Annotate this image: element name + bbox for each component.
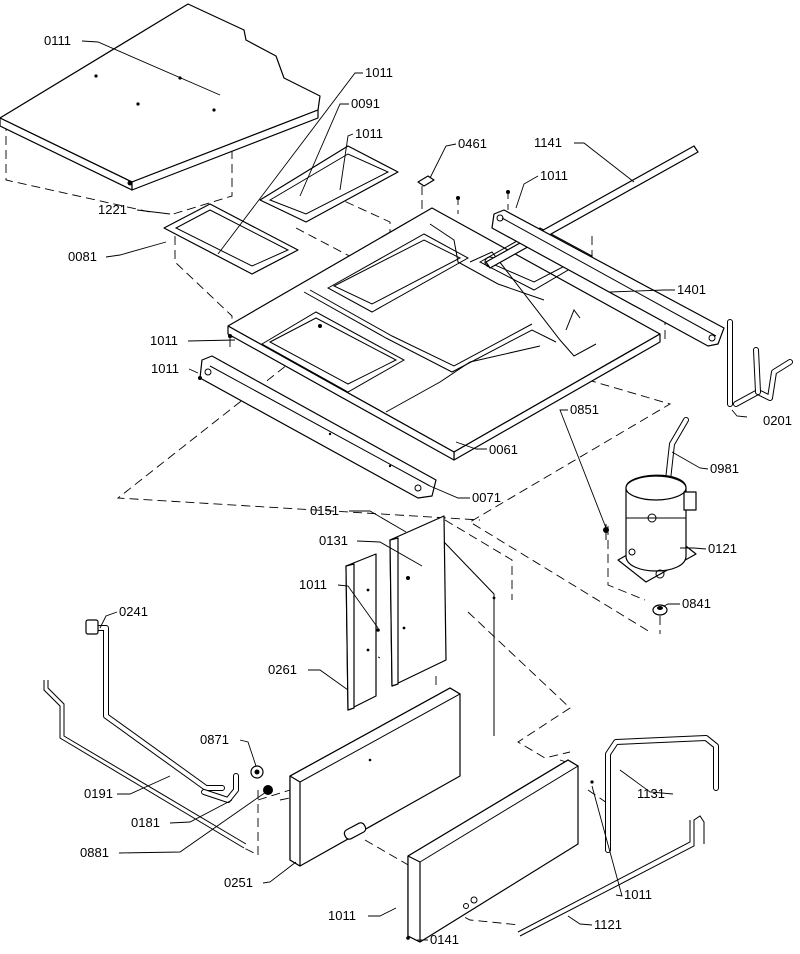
nut-0871 <box>250 765 264 779</box>
label-1011-g: 1011 <box>624 887 652 902</box>
label-0121: 0121 <box>708 541 737 556</box>
bracket-1141 <box>485 145 699 269</box>
tube-1131 <box>605 735 719 853</box>
label-1011-d: 1011 <box>150 333 178 348</box>
tube-0181 <box>201 773 239 803</box>
label-0851: 0851 <box>570 402 599 417</box>
label-0241: 0241 <box>119 604 148 619</box>
panel-0151 <box>443 541 496 736</box>
label-0151: 0151 <box>310 503 339 518</box>
label-1011-a: 1011 <box>365 65 393 80</box>
clip-0461 <box>417 175 435 187</box>
tube-0241 <box>85 619 225 791</box>
grommet-0841 <box>652 604 668 616</box>
label-1401: 1401 <box>677 282 706 297</box>
leader-lines <box>81 40 748 941</box>
tube-1121 <box>517 815 705 937</box>
label-0111: 0111 <box>44 33 71 48</box>
panel-0091 <box>259 145 399 223</box>
label-0131: 0131 <box>319 533 348 548</box>
label-0981: 0981 <box>710 461 739 476</box>
base-pan-0061 <box>227 207 661 461</box>
panel-0251 <box>289 687 462 867</box>
label-1131: 1131 <box>637 786 665 801</box>
label-0261: 0261 <box>268 662 297 677</box>
label-1011-b: 1011 <box>355 126 383 141</box>
screws-top <box>198 190 510 380</box>
label-0181: 0181 <box>131 815 160 830</box>
label-0191: 0191 <box>84 786 113 801</box>
part-labels: 0111 1011 0091 1011 0461 1141 1011 1221 … <box>44 33 792 947</box>
label-0881: 0881 <box>80 845 109 860</box>
label-0091: 0091 <box>351 96 380 111</box>
panel-0141 <box>407 759 594 943</box>
top-cover-0111 <box>0 3 321 191</box>
label-1011-h: 1011 <box>328 908 356 923</box>
label-0871: 0871 <box>200 732 229 747</box>
label-0841: 0841 <box>682 596 711 611</box>
panel-0131 <box>389 515 447 687</box>
panel-0081 <box>163 203 299 275</box>
tube-0201 <box>727 319 793 407</box>
tube-0191 <box>43 680 247 849</box>
label-0141: 0141 <box>430 932 459 947</box>
label-0201: 0201 <box>763 413 792 428</box>
label-1141: 1141 <box>534 135 562 150</box>
label-0061: 0061 <box>489 442 518 457</box>
label-0251: 0251 <box>224 875 253 890</box>
compressor-0121 <box>617 474 697 583</box>
label-1121: 1121 <box>594 917 622 932</box>
label-0081: 0081 <box>68 249 97 264</box>
label-1011-e: 1011 <box>151 361 179 376</box>
label-1011-c: 1011 <box>540 168 568 183</box>
screws-lower <box>376 628 410 940</box>
label-0461: 0461 <box>458 136 487 151</box>
screw-0851 <box>603 524 609 540</box>
label-0071: 0071 <box>472 490 501 505</box>
tube-0981 <box>665 417 689 483</box>
label-1221: 1221 <box>98 202 127 217</box>
label-1011-f: 1011 <box>299 577 327 592</box>
rail-1401 <box>491 209 725 347</box>
panel-0261 <box>345 553 377 711</box>
